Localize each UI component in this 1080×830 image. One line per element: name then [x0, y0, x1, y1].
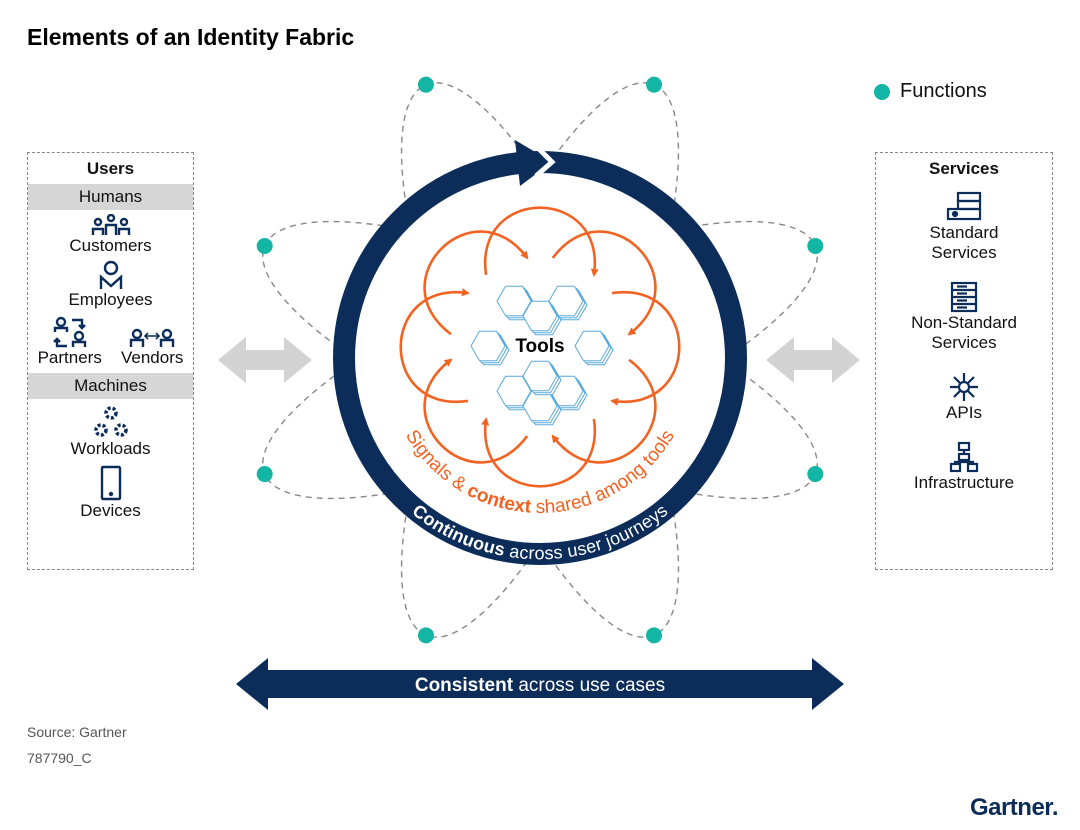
tools-label: Tools [515, 336, 564, 357]
tool-hexagon [496, 285, 532, 317]
device-phone-icon [100, 465, 121, 501]
legend: Functions [874, 80, 987, 103]
source-note: Source: Gartner [27, 724, 127, 740]
function-dots [256, 76, 824, 644]
signal-arrow [423, 358, 529, 464]
partners-label: Partners [37, 348, 102, 367]
function-dot [417, 76, 434, 93]
signal-arrows [399, 206, 681, 488]
function-dot [646, 627, 663, 644]
infrastructure-hierarchy-icon [949, 441, 979, 473]
tool-hexagon [496, 375, 532, 407]
customers-label: Customers [69, 236, 152, 255]
consistent-double-arrow [236, 658, 844, 710]
users-double-arrow [218, 337, 312, 383]
signal-arrow [423, 230, 529, 336]
gartner-logo: Gartner. [969, 794, 1059, 821]
employees-label: Employees [68, 290, 153, 309]
legend-label: Functions [900, 80, 987, 102]
humans-band: Humans [28, 184, 193, 210]
workloads-icon [93, 406, 128, 437]
function-dot [417, 627, 434, 644]
function-dot [807, 237, 824, 254]
signal-arrow [483, 206, 599, 277]
vendors-item: Vendors [121, 316, 183, 368]
users-panel: Users Humans Customers Employees Partner… [27, 152, 194, 570]
signal-arrow [610, 290, 681, 406]
document-id: 787790_C [27, 750, 92, 766]
ring-arrow-gap [534, 146, 556, 178]
tool-hexagon [522, 360, 558, 392]
nonstandard-services-server-icon [950, 281, 978, 313]
partners-icon [52, 316, 86, 348]
signal-arrow [481, 417, 597, 488]
signal-arrow [551, 358, 657, 464]
ring-arrowhead [515, 140, 552, 186]
standard-services-server-icon [946, 191, 982, 221]
employees-icon [99, 260, 122, 289]
apis-network-icon [950, 373, 978, 401]
consistent-label: Consistent across use cases [415, 675, 665, 696]
signal-arrow [551, 230, 657, 336]
machines-band: Machines [28, 373, 193, 399]
workloads-label: Workloads [70, 439, 151, 458]
function-dot [256, 237, 273, 254]
apis-label: APIs [946, 403, 982, 422]
devices-label: Devices [80, 501, 141, 520]
partners-item: Partners [38, 316, 102, 368]
function-dot-icon [874, 83, 890, 100]
services-double-arrow [766, 337, 860, 383]
services-title: Services [929, 159, 999, 178]
vendors-icon [129, 328, 175, 347]
tools-hex-cluster [470, 285, 614, 426]
users-title: Users [86, 159, 135, 178]
function-dot [256, 466, 273, 483]
function-dot [646, 76, 663, 93]
signal-arrow [399, 288, 470, 404]
infrastructure-label: Infrastructure [913, 473, 1015, 492]
customers-icon [91, 214, 130, 235]
function-dot [807, 466, 824, 483]
page-title: Elements of an Identity Fabric [27, 24, 355, 50]
tool-hexagon [548, 285, 584, 317]
tool-hexagon [522, 300, 558, 332]
tool-hexagon [470, 330, 506, 362]
vendors-label: Vendors [121, 348, 184, 367]
tool-hexagon [574, 330, 610, 362]
